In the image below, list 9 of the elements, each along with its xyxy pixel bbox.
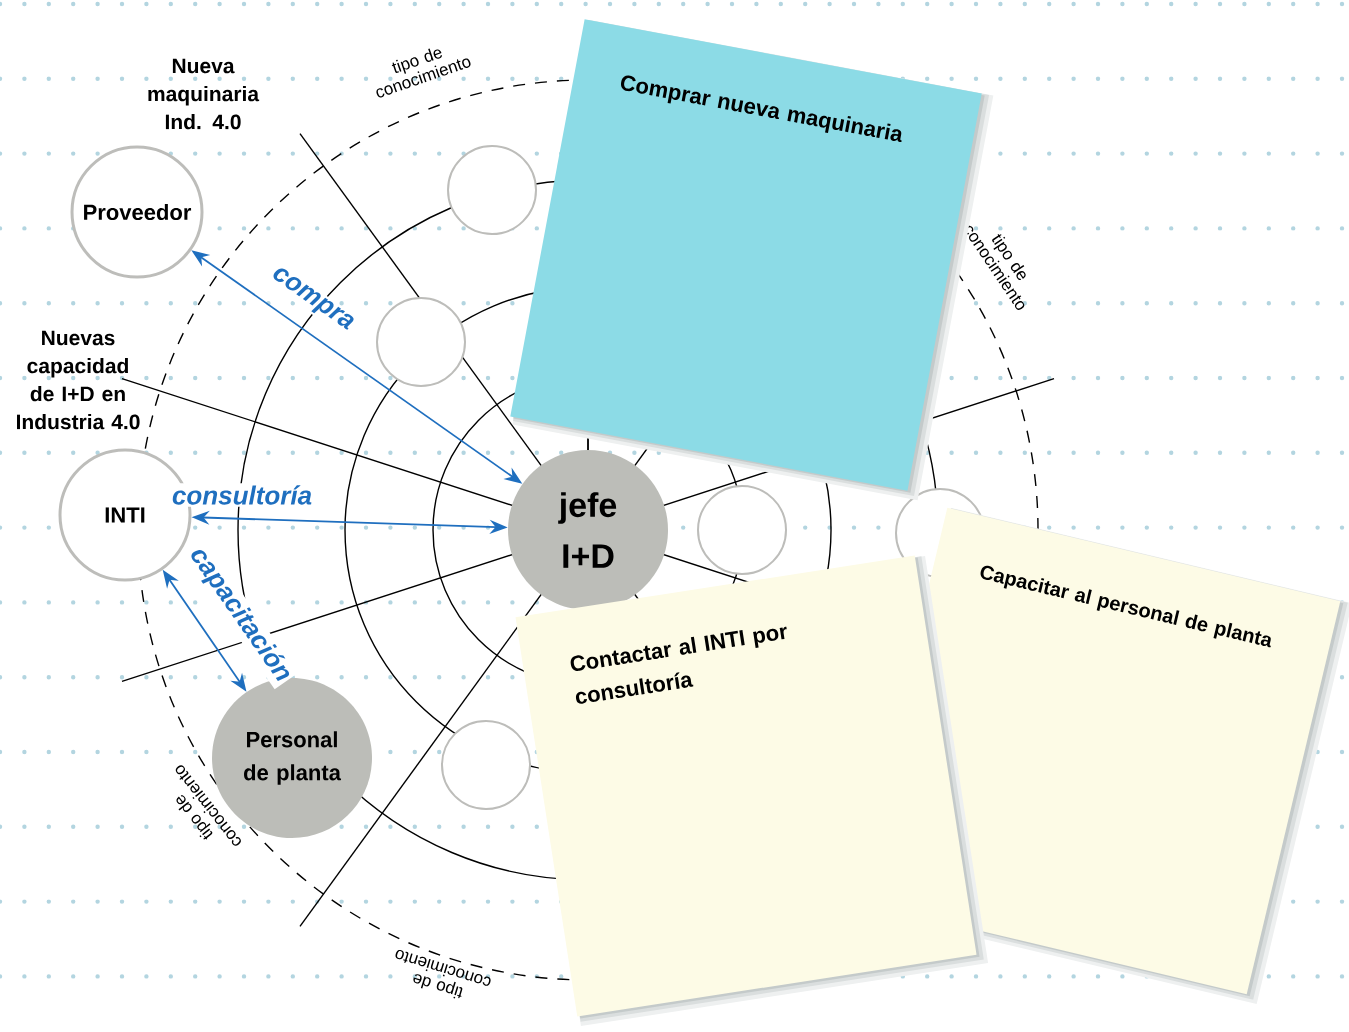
- empty-circle: [441, 720, 531, 810]
- node-caption: Nuevas capacidad de I+D en Industria 4.0: [17, 330, 140, 430]
- node-caption: Nueva maquinaria Ind. 4.0: [148, 58, 260, 130]
- empty-circle: [447, 145, 537, 235]
- empty-circle: [376, 297, 466, 387]
- circle-node: jefe I+D: [508, 450, 668, 610]
- circle-node: Proveedor: [70, 145, 204, 279]
- edge-label: consultoría: [169, 483, 315, 507]
- empty-circle: [697, 485, 787, 575]
